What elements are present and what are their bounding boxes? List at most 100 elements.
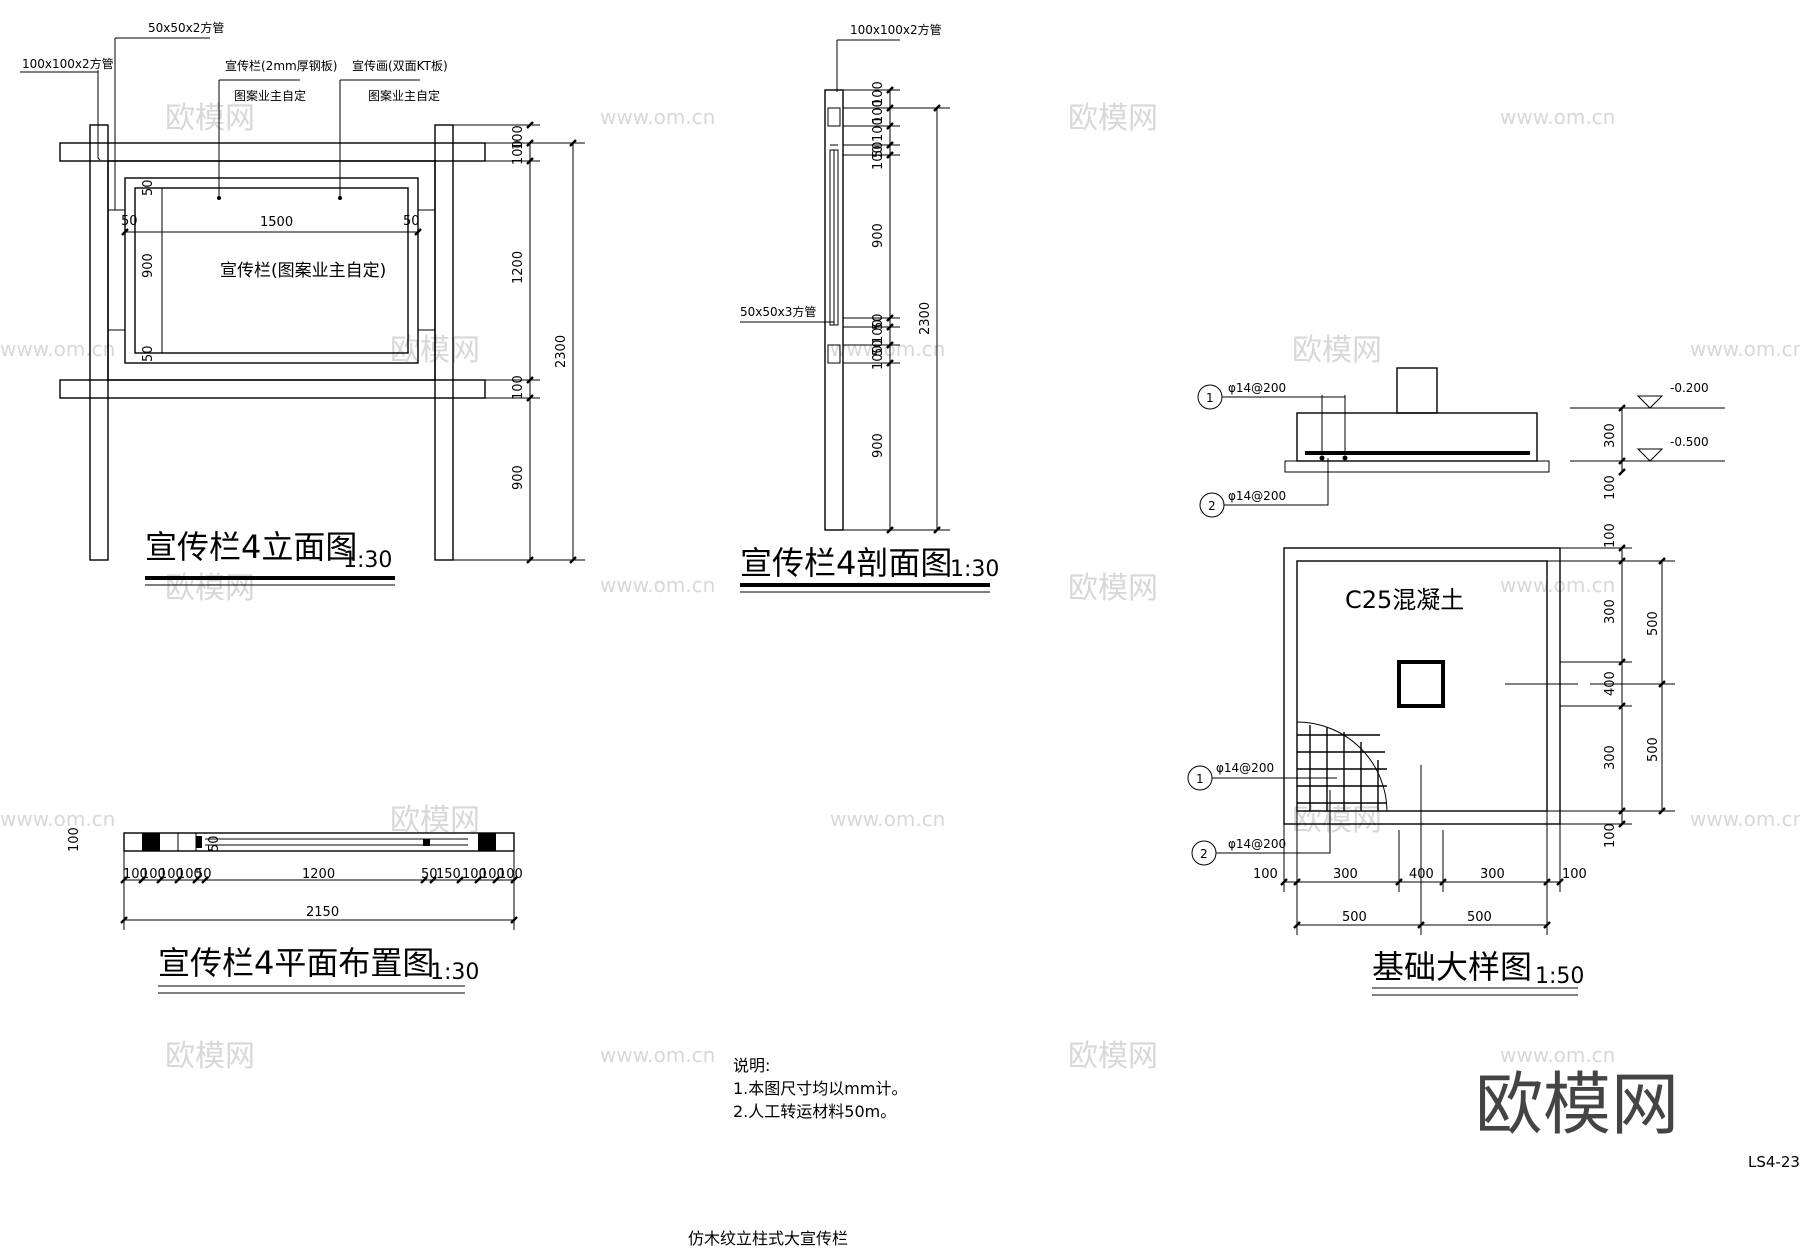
watermark: 欧模网 [165,101,255,136]
dim-100: 100 [1603,523,1618,548]
label-panel-b-note: 图案业主自定 [368,88,440,103]
section-label-tube100: 100x100x2方管 [850,22,942,37]
dim-300: 300 [1603,423,1618,448]
foundation-scale: 1:50 [1535,964,1584,989]
watermarks: 欧模网 欧模网 欧模网 欧模网 欧模网 欧模网 欧模网 欧模网 欧模网 欧模网 [165,101,1382,1074]
dim-50: 50 [871,313,886,330]
notes: 说明: 1.本图尺寸均以mm计。 2.人工转运材料50m。 [733,1056,907,1121]
top-beam [59,142,486,162]
dim-100: 100 [511,375,526,400]
elevation-scale: 1:30 [343,548,392,573]
dim-2150: 2150 [306,905,339,920]
foundation-title: 基础大样图 [1372,948,1532,986]
dim-100: 100 [871,319,886,344]
rebar-mark-number: 1 [1206,391,1214,405]
dim-900: 900 [871,433,886,458]
foundation-bottom-dimensions: 100 300 400 300 100 500 500 [1253,765,1587,935]
watermark-url: www.om.cn [600,573,715,597]
rebar-label-4: φ14@200 [1228,837,1286,851]
dim-50: 50 [141,345,156,362]
dim-100: 100 [1562,867,1587,882]
label-panel-a: 宣传栏(2mm厚钢板) [225,58,337,73]
watermark: 欧模网 [390,803,480,838]
dim-100: 100 [871,99,886,124]
watermark-url: www.om.cn [1690,807,1800,831]
watermark-url: www.om.cn [1690,337,1800,361]
leader-tube100 [97,70,101,161]
dim-50: 50 [141,179,156,196]
dim-500: 500 [1646,737,1661,762]
dim-100: 100 [871,81,886,106]
watermark-url: www.om.cn [600,1043,715,1067]
foundation-cushion [1284,460,1550,473]
watermark-url: www.om.cn [1500,1043,1615,1067]
watermark-url: www.om.cn [0,807,115,831]
dim-300: 300 [1333,867,1358,882]
elevation-mark-2: -0.500 [1670,435,1709,449]
notes-heading: 说明: [733,1056,770,1075]
label-panel-a-note: 图案业主自定 [234,88,306,103]
watermark: 欧模网 [1068,1039,1158,1074]
rebar-label-1: φ14@200 [1228,381,1286,395]
dim-1500: 1500 [260,215,293,230]
dim-900: 900 [511,465,526,490]
dim-50: 50 [403,214,420,229]
dim-100: 100 [498,867,523,882]
elevation-mark-1: -0.200 [1670,381,1709,395]
watermark-url: www.om.cn [830,807,945,831]
panel-outer [124,177,419,364]
concrete-label: C25混凝土 [1345,586,1464,614]
dim-300: 300 [1603,599,1618,624]
dim-2300: 2300 [554,335,569,368]
rebar-mark-number: 2 [1208,499,1216,513]
dim-1200: 1200 [302,867,335,882]
dim-100: 100 [141,867,166,882]
section-view: 100x100x2方管 50x50x3方管 [740,22,999,593]
watermarks-url: www.om.cn www.om.cn www.om.cn www.om.cn … [0,105,1800,1067]
sheet-title: 仿木纹立柱式大宣传栏 [688,1229,848,1248]
dim-2300: 2300 [918,302,933,335]
watermark-url: www.om.cn [1500,105,1615,129]
watermark-url: www.om.cn [830,337,945,361]
dim-100: 100 [1253,867,1278,882]
rebar-mark-number: 1 [1196,772,1204,786]
foundation-right-dimensions: 100 300 400 300 100 500 500 [1547,523,1675,848]
foundation-plan-outer [1283,547,1561,825]
dim-100: 100 [511,125,526,150]
plan-post-left [142,833,160,851]
dim-150: 150 [436,867,461,882]
dim-50: 50 [871,141,886,158]
section-post [824,89,844,531]
watermark: 欧模网 [1292,803,1382,838]
dim-400: 400 [1603,671,1618,696]
logo-text: 欧模网 [1475,1066,1679,1145]
dim-100: 100 [177,867,202,882]
dim-1200: 1200 [511,251,526,284]
rebar-label-3: φ14@200 [1216,761,1274,775]
dim-100: 100 [1603,823,1618,848]
panel-inner [134,187,409,354]
plan-view: 100 50 100 100 100 100 50 1200 50 [67,827,523,994]
foundation-view: 1 φ14@200 2 φ14@200 -0.200 -0.500 300 10… [1187,367,1725,996]
dim-50: 50 [121,214,138,229]
elevation-dimensions: 100 100 1200 100 900 2300 [453,121,585,564]
elevation-center-text: 宣传栏(图案业主自定) [220,261,386,281]
rebar-mesh [1296,721,1388,812]
plan-dim-ticks [120,876,518,924]
dim-50: 50 [207,835,222,852]
dim-900: 900 [871,223,886,248]
watermark: 欧模网 [1292,333,1382,368]
watermark: 欧模网 [165,1039,255,1074]
dim-900: 900 [141,253,156,278]
watermark: 欧模网 [1068,571,1158,606]
notes-line-2: 2.人工转运材料50m。 [733,1102,896,1121]
dim-50: 50 [871,339,886,356]
sheet-number: LS4-23 [1748,1153,1800,1171]
label-tube50: 50x50x2方管 [148,20,224,35]
rebar-mark-number: 2 [1200,847,1208,861]
plan-outline [123,832,515,852]
foundation-plan-column [1397,660,1445,708]
watermark: 欧模网 [1068,101,1158,136]
dim-300: 300 [1480,867,1505,882]
